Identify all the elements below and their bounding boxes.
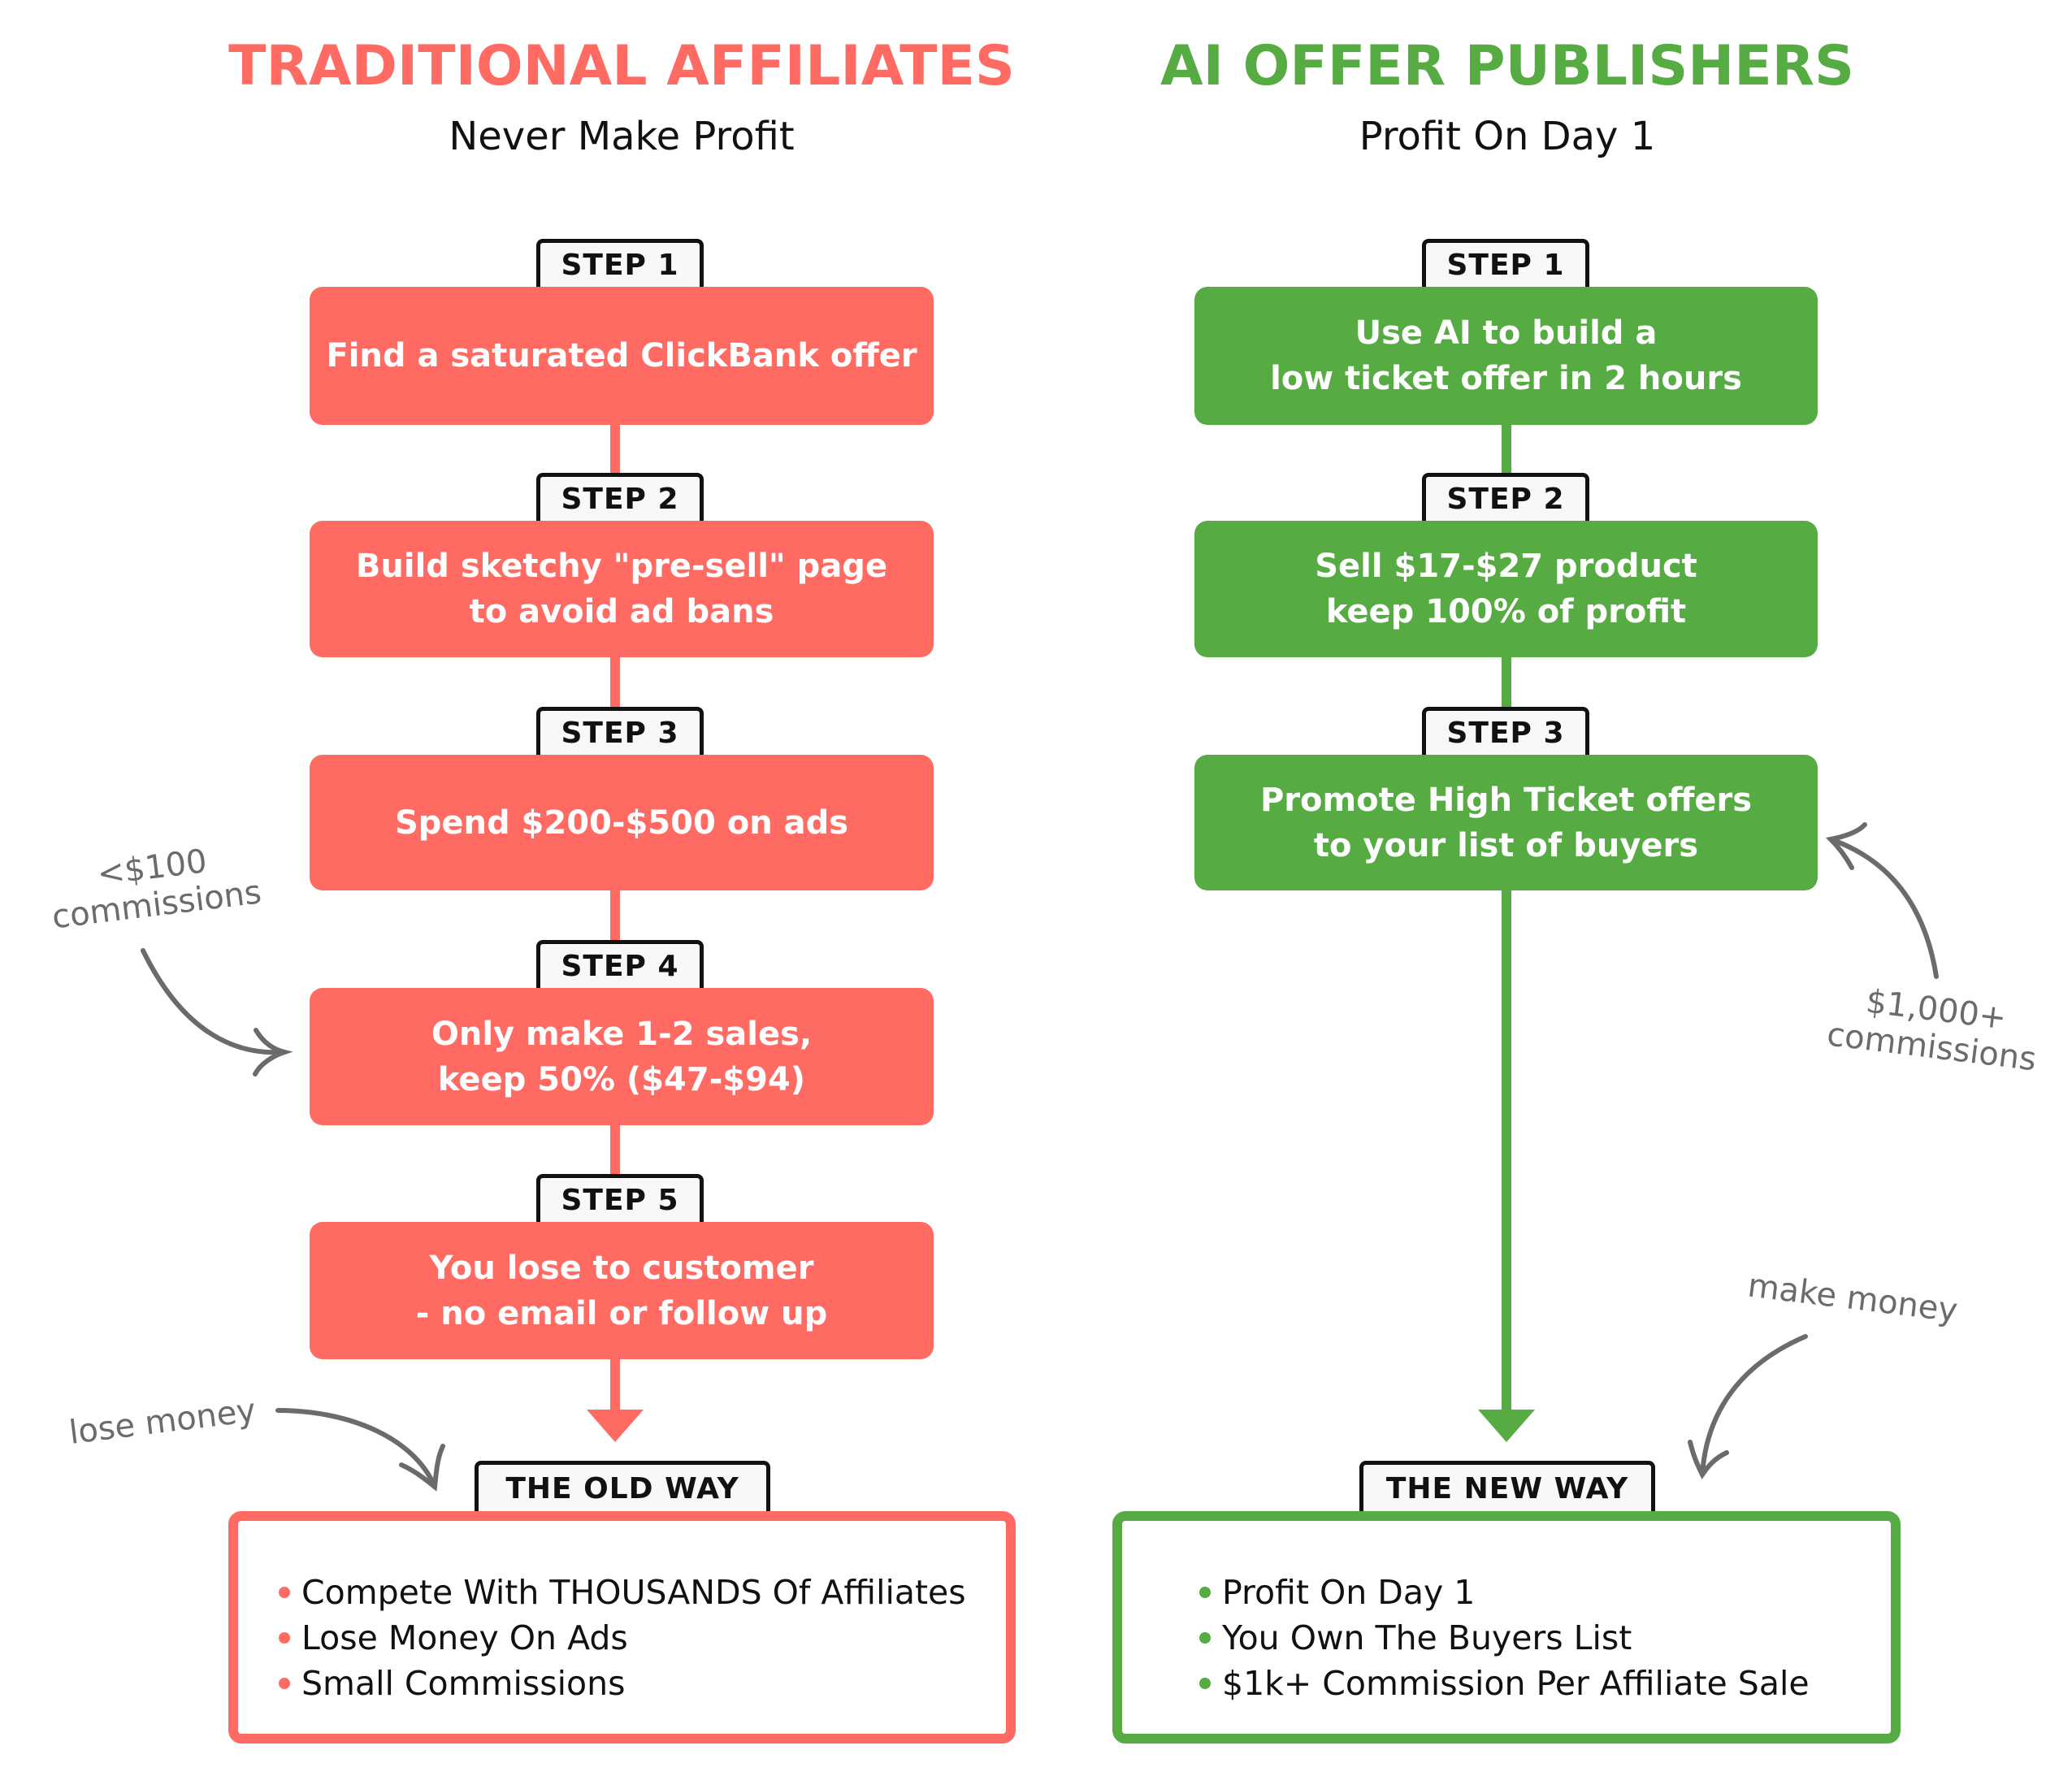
step-box: Build sketchy "pre-sell" page to avoid a…	[310, 521, 934, 657]
bullet-icon	[1199, 1587, 1211, 1598]
make-money-arrow-icon	[1688, 1334, 1808, 1479]
old-way-item: Lose Money On Ads	[279, 1615, 966, 1661]
left-title: TRADITIONAL AFFILIATES	[228, 34, 1015, 98]
bullet-icon	[279, 1632, 290, 1644]
old-way-label: THE OLD WAY	[475, 1461, 770, 1513]
bullet-icon	[279, 1587, 290, 1598]
step-label: STEP 1	[1422, 239, 1589, 288]
step-label: STEP 2	[536, 473, 704, 522]
step-box: Promote High Ticket offers to your list …	[1194, 755, 1818, 890]
step-label: STEP 5	[536, 1174, 704, 1223]
old-way-item: Compete With THOUSANDS Of Affiliates	[279, 1570, 966, 1615]
step-label: STEP 2	[1422, 473, 1589, 522]
old-way-item: Small Commissions	[279, 1661, 966, 1706]
step-label: STEP 3	[1422, 707, 1589, 756]
new-way-item: Profit On Day 1	[1199, 1570, 1810, 1615]
new-way-label: THE NEW WAY	[1359, 1461, 1655, 1513]
left-arrowhead-icon	[587, 1410, 644, 1442]
bullet-icon	[1199, 1632, 1211, 1644]
right-subtitle: Profit On Day 1	[1359, 114, 1656, 159]
step-box: Sell $17-$27 product keep 100% of profit	[1194, 521, 1818, 657]
lose-money-arrow-icon	[275, 1408, 445, 1492]
bullet-icon	[1199, 1678, 1211, 1689]
step-box: You lose to customer - no email or follo…	[310, 1222, 934, 1359]
step-label: STEP 3	[536, 707, 704, 756]
new-way-item: You Own The Buyers List	[1199, 1615, 1810, 1661]
right-arrowhead-icon	[1478, 1410, 1535, 1442]
right-title: AI OFFER PUBLISHERS	[1160, 34, 1854, 98]
step-label: STEP 4	[536, 940, 704, 989]
left-subtitle: Never Make Profit	[449, 114, 795, 159]
left-commissions-arrow-icon	[141, 948, 293, 1076]
new-way-box: Profit On Day 1 You Own The Buyers List …	[1112, 1511, 1901, 1744]
step-label: STEP 1	[536, 239, 704, 288]
right-commissions-arrow-icon	[1825, 822, 1939, 979]
step-box: Spend $200-$500 on ads	[310, 755, 934, 890]
new-way-item: $1k+ Commission Per Affiliate Sale	[1199, 1661, 1810, 1706]
right-connector-line	[1502, 422, 1511, 1414]
old-way-box: Compete With THOUSANDS Of Affiliates Los…	[228, 1511, 1016, 1744]
step-box: Only make 1-2 sales, keep 50% ($47-$94)	[310, 988, 934, 1125]
step-box: Find a saturated ClickBank offer	[310, 287, 934, 425]
left-connector-line	[610, 422, 620, 1414]
bullet-icon	[279, 1678, 290, 1689]
step-box: Use AI to build a low ticket offer in 2 …	[1194, 287, 1818, 425]
